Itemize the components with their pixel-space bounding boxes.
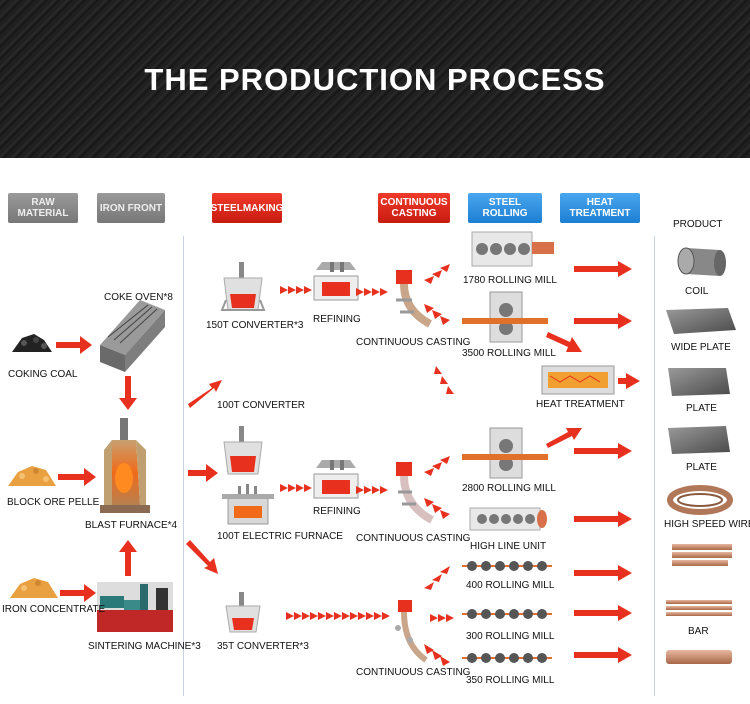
header-steelmaking: STEELMAKING (211, 193, 283, 223)
high-line-unit-icon (469, 507, 547, 531)
label-mill-1780: 1780 ROLLING MILL (463, 275, 557, 286)
label-continuous-casting: CONTINUOUS CASTING (356, 667, 471, 678)
continuous-casting-icon (396, 270, 433, 328)
high-speed-wire-icon (667, 485, 733, 515)
label-mill-2800: 2800 ROLLING MILL (462, 483, 556, 494)
label-product-plate: PLATE (686, 403, 717, 414)
title-banner: THE PRODUCTION PROCESS (0, 0, 750, 158)
label-product-high-speed-wire: HIGH SPEED WIRE (664, 519, 750, 530)
label-product-plate: PLATE (686, 462, 717, 473)
wide-plate-icon (666, 308, 736, 334)
label-coke-oven: COKE OVEN*8 (104, 292, 173, 303)
header-steel-rolling: STEEL ROLLING (468, 193, 542, 223)
label-electric-furnace: 100T ELECTRIC FURNACE (217, 531, 343, 542)
continuous-casting-icon (395, 600, 428, 663)
divider-line (654, 236, 655, 696)
rolling-mill-350-icon (462, 653, 552, 663)
label-mill-350: 350 ROLLING MILL (466, 675, 555, 686)
electric-furnace-icon (222, 484, 274, 525)
output-arrows (546, 261, 640, 663)
header-heat-treatment: HEAT TREATMENT (560, 193, 640, 223)
refining-icon (313, 460, 359, 499)
bar-icon (666, 544, 732, 664)
label-product-coil: COIL (685, 286, 709, 297)
label-mill-400: 400 ROLLING MILL (466, 580, 555, 591)
header-raw-material: RAW MATERIAL (8, 193, 78, 223)
label-continuous-casting: CONTINUOUS CASTING (356, 533, 471, 544)
plate-icon (668, 368, 730, 396)
blast-furnace-icon (100, 418, 150, 513)
divider-line (183, 236, 184, 696)
label-converter-150: 150T CONVERTER*3 (206, 320, 304, 331)
label-converter-35: 35T CONVERTER*3 (217, 641, 309, 652)
coke-oven-icon (100, 300, 165, 372)
coil-icon (677, 247, 726, 276)
header-product: PRODUCT (673, 219, 723, 230)
rolling-mill-3500-icon (462, 291, 548, 343)
rolling-mill-1780-icon (471, 231, 554, 267)
label-mill-300: 300 ROLLING MILL (466, 631, 555, 642)
continuous-casting-icon (396, 462, 435, 524)
chevron-arrows (280, 264, 454, 666)
block-ore-icon (8, 466, 56, 486)
rolling-mill-400-icon (462, 561, 552, 571)
plate-icon (668, 426, 730, 454)
label-converter-100: 100T CONVERTER (217, 400, 305, 411)
converter-35-icon (225, 592, 261, 633)
header-iron-front: IRON FRONT (97, 193, 165, 223)
converter-100-icon (223, 426, 263, 475)
label-high-line-unit: HIGH LINE UNIT (470, 541, 547, 552)
converter-150-icon (220, 262, 266, 311)
label-product-bar: BAR (688, 626, 709, 637)
rolling-mill-2800-icon (462, 427, 548, 479)
label-heat-treatment: HEAT TREATMENT (536, 399, 625, 410)
label-refining: REFINING (313, 506, 361, 517)
label-mill-3500: 3500 ROLLING MILL (462, 348, 556, 359)
label-refining: REFINING (313, 314, 361, 325)
heat-treatment-icon (541, 365, 615, 395)
label-iron-concentrate: IRON CONCENTRATE (2, 604, 106, 615)
flow-arrows (56, 336, 222, 602)
coking-coal-icon (12, 334, 52, 352)
label-sintering-machine: SINTERING MACHINE*3 (88, 641, 201, 652)
label-blast-furnace: BLAST FURNACE*4 (85, 520, 178, 531)
sintering-machine-icon (97, 582, 173, 632)
refining-icon (313, 262, 359, 301)
page-title: THE PRODUCTION PROCESS (144, 62, 606, 97)
label-product-wide-plate: WIDE PLATE (671, 342, 731, 353)
label-coking-coal: COKING COAL (8, 369, 78, 380)
label-block-ore: BLOCK ORE PELLE (7, 497, 100, 508)
iron-concentrate-icon (10, 578, 58, 598)
header-continuous-casting: CONTINUOUS CASTING (378, 193, 450, 223)
rolling-mill-300-icon (462, 609, 552, 619)
label-continuous-casting: CONTINUOUS CASTING (356, 337, 471, 348)
